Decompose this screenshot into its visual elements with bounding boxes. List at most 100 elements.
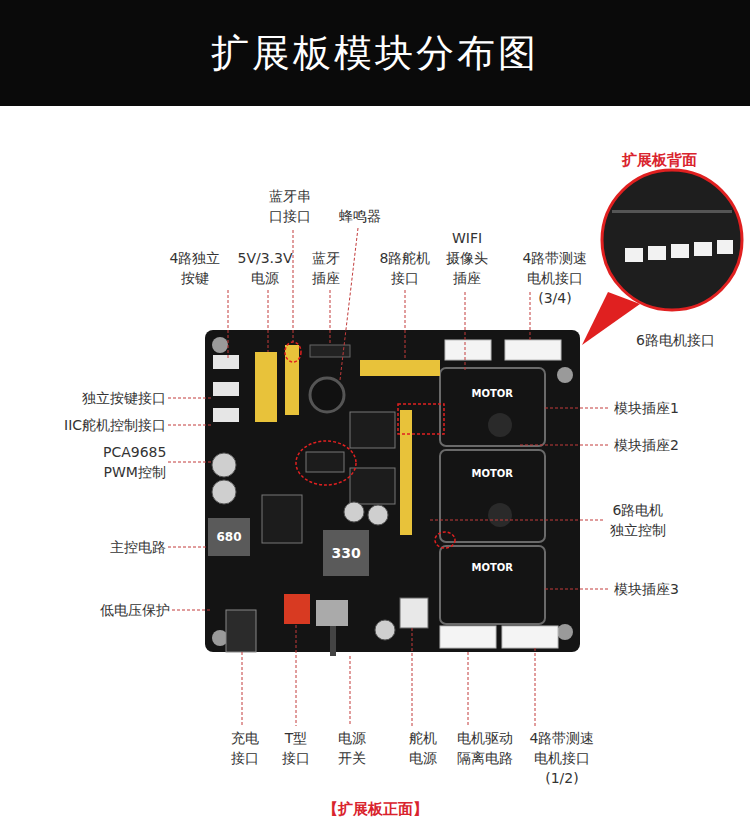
header (285, 345, 299, 415)
silk-text: MOTOR (472, 562, 513, 574)
callout-label: WIFI 摄像头 插座 (446, 228, 488, 288)
silk-text: 330 (332, 543, 361, 563)
callout-label: 主控电路 (110, 537, 166, 557)
buzzer (310, 378, 344, 412)
capacitor (344, 502, 364, 522)
bt-socket (310, 345, 350, 357)
leader (168, 425, 213, 426)
highlight-circles (285, 342, 455, 548)
highlight (285, 342, 301, 362)
hole (557, 367, 573, 383)
header (255, 352, 277, 422)
callout-label: 4路带测速 电机接口(1/2) (530, 728, 595, 788)
dc-jack (226, 610, 256, 652)
callout-label: 6路电机接口 (636, 330, 715, 350)
highlight (435, 532, 455, 548)
connector (625, 248, 643, 262)
leader (340, 228, 358, 380)
silk-text: 680 (217, 527, 242, 547)
page-caption: 【扩展板正面】 (0, 800, 750, 819)
capacitor (212, 480, 236, 504)
regulator (262, 495, 302, 543)
callout-label: PCA9685 PWM控制 (103, 442, 166, 482)
silk-text: MOTOR (472, 388, 513, 400)
leader (168, 398, 213, 399)
callout-label: T型 接口 (282, 728, 310, 768)
chip (350, 412, 395, 448)
leader (405, 290, 406, 360)
socket-outline (440, 450, 545, 542)
callout-label: 5V/3.3V 电源 (238, 248, 293, 288)
leader (465, 292, 466, 370)
mount-holes (212, 337, 573, 646)
callout-label: 蜂鸣器 (339, 206, 381, 226)
capacitor (212, 453, 236, 477)
leader (535, 648, 536, 726)
callout-label: 电机驱动 隔离电路 (457, 728, 513, 768)
leader (168, 547, 208, 548)
leader (545, 589, 610, 590)
callout-label: 蓝牙 插座 (312, 248, 340, 288)
leader (350, 656, 351, 726)
leader (168, 462, 212, 463)
highlight (398, 404, 444, 434)
capacitor (368, 505, 388, 525)
connector (671, 244, 689, 258)
callout-label: 蓝牙串 口接口 (269, 186, 311, 226)
page-title: 扩展板模块分布图 (0, 0, 750, 106)
key (213, 408, 239, 422)
pad (488, 413, 512, 437)
callout-label: IIC舵机控制接口 (64, 415, 166, 435)
highlight (296, 441, 356, 485)
inductor (208, 518, 250, 556)
chip (306, 452, 344, 472)
leader (330, 290, 331, 345)
leader (293, 230, 294, 342)
connector (505, 340, 561, 360)
connector (694, 242, 712, 256)
callout-label: 电源 开关 (338, 728, 366, 768)
leader (520, 445, 610, 446)
callout-label: 8路舵机 接口 (380, 248, 431, 288)
leader (530, 292, 531, 340)
keys (213, 355, 239, 422)
power-switch (316, 600, 348, 626)
capacitor (375, 620, 395, 640)
hole (557, 624, 573, 640)
leader (268, 290, 269, 352)
silk-text: MOTOR (472, 468, 513, 480)
connector (648, 246, 666, 260)
callout-label: 扩展板背面 (622, 150, 697, 170)
callout-label: 6路电机 独立控制 (610, 500, 666, 540)
switch-lever (330, 626, 336, 656)
callout-label: 独立按键接口 (82, 388, 166, 408)
connector (717, 240, 733, 254)
socket-outline (440, 368, 545, 446)
servo-power (400, 598, 428, 628)
callout-label: 4路独立 按键 (170, 248, 221, 288)
title-band (0, 0, 750, 106)
callout-label: 模块插座1 (614, 398, 679, 418)
callout-label: 低电压保护 (100, 600, 170, 620)
inductor (323, 530, 369, 576)
header (400, 410, 412, 535)
header (360, 360, 440, 376)
callout-label: 充电 接口 (231, 728, 259, 768)
leader (412, 628, 413, 726)
connector (502, 626, 558, 648)
leader (242, 652, 243, 726)
callout-label: 模块插座3 (614, 579, 679, 599)
leader-lines (168, 228, 610, 726)
inset-circle (602, 170, 742, 310)
inset-connectors (612, 210, 733, 262)
leader (172, 610, 210, 611)
connector (445, 340, 491, 360)
leader (468, 652, 469, 726)
leader (296, 625, 297, 726)
connector (440, 626, 496, 648)
pad (488, 503, 512, 527)
leader (228, 290, 229, 360)
hole (212, 337, 228, 353)
pcb-board (205, 330, 580, 652)
